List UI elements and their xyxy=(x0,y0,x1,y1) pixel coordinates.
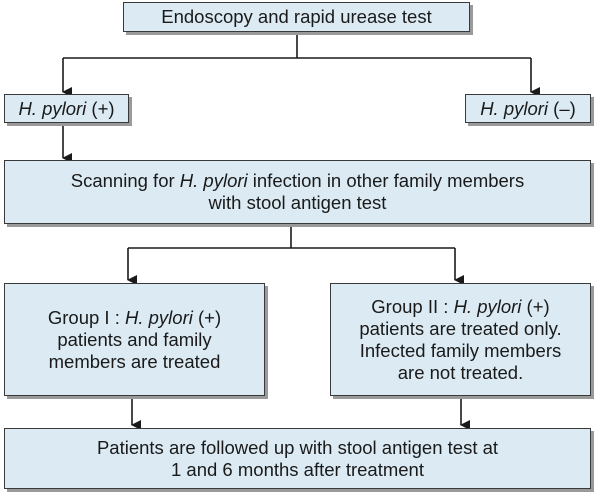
endoscopy-text: Endoscopy and rapid urease test xyxy=(161,6,432,27)
pylori-positive-label: H. pylori (+) xyxy=(18,97,115,119)
group1-box: Group I : H. pylori (+) patients and fam… xyxy=(4,283,265,396)
scanning-line-2: with stool antigen test xyxy=(208,192,387,213)
group2-line-4: are not treated. xyxy=(397,361,524,383)
scanning-line-1: Scanning for H. pylori infection in othe… xyxy=(70,170,525,191)
followup-line-2: 1 and 6 months after treatment xyxy=(171,458,424,480)
pylori-negative-box: H. pylori (–) xyxy=(465,94,591,123)
group2-line-3: Infected family members xyxy=(359,339,562,361)
group1-line-1: Group I : H. pylori (+) xyxy=(47,306,222,328)
endoscopy-box: Endoscopy and rapid urease test xyxy=(123,2,470,32)
group1-line-3: members are treated xyxy=(48,350,221,372)
pylori-negative-label: H. pylori (–) xyxy=(480,97,576,119)
group2-box: Group II : H. pylori (+) patients are tr… xyxy=(330,283,591,396)
group2-line-2: patients are treated only. xyxy=(359,317,562,339)
followup-line-1: Patients are followed up with stool anti… xyxy=(96,436,499,458)
followup-box: Patients are followed up with stool anti… xyxy=(4,428,591,489)
group2-line-1: Group II : H. pylori (+) xyxy=(371,295,550,317)
group1-line-2: patients and family xyxy=(57,328,212,350)
connector-endoscopy-split xyxy=(63,32,531,59)
connector-scanning-split xyxy=(128,224,455,249)
pylori-positive-box: H. pylori (+) xyxy=(4,94,129,123)
scanning-box: Scanning for H. pylori infection in othe… xyxy=(4,160,591,224)
